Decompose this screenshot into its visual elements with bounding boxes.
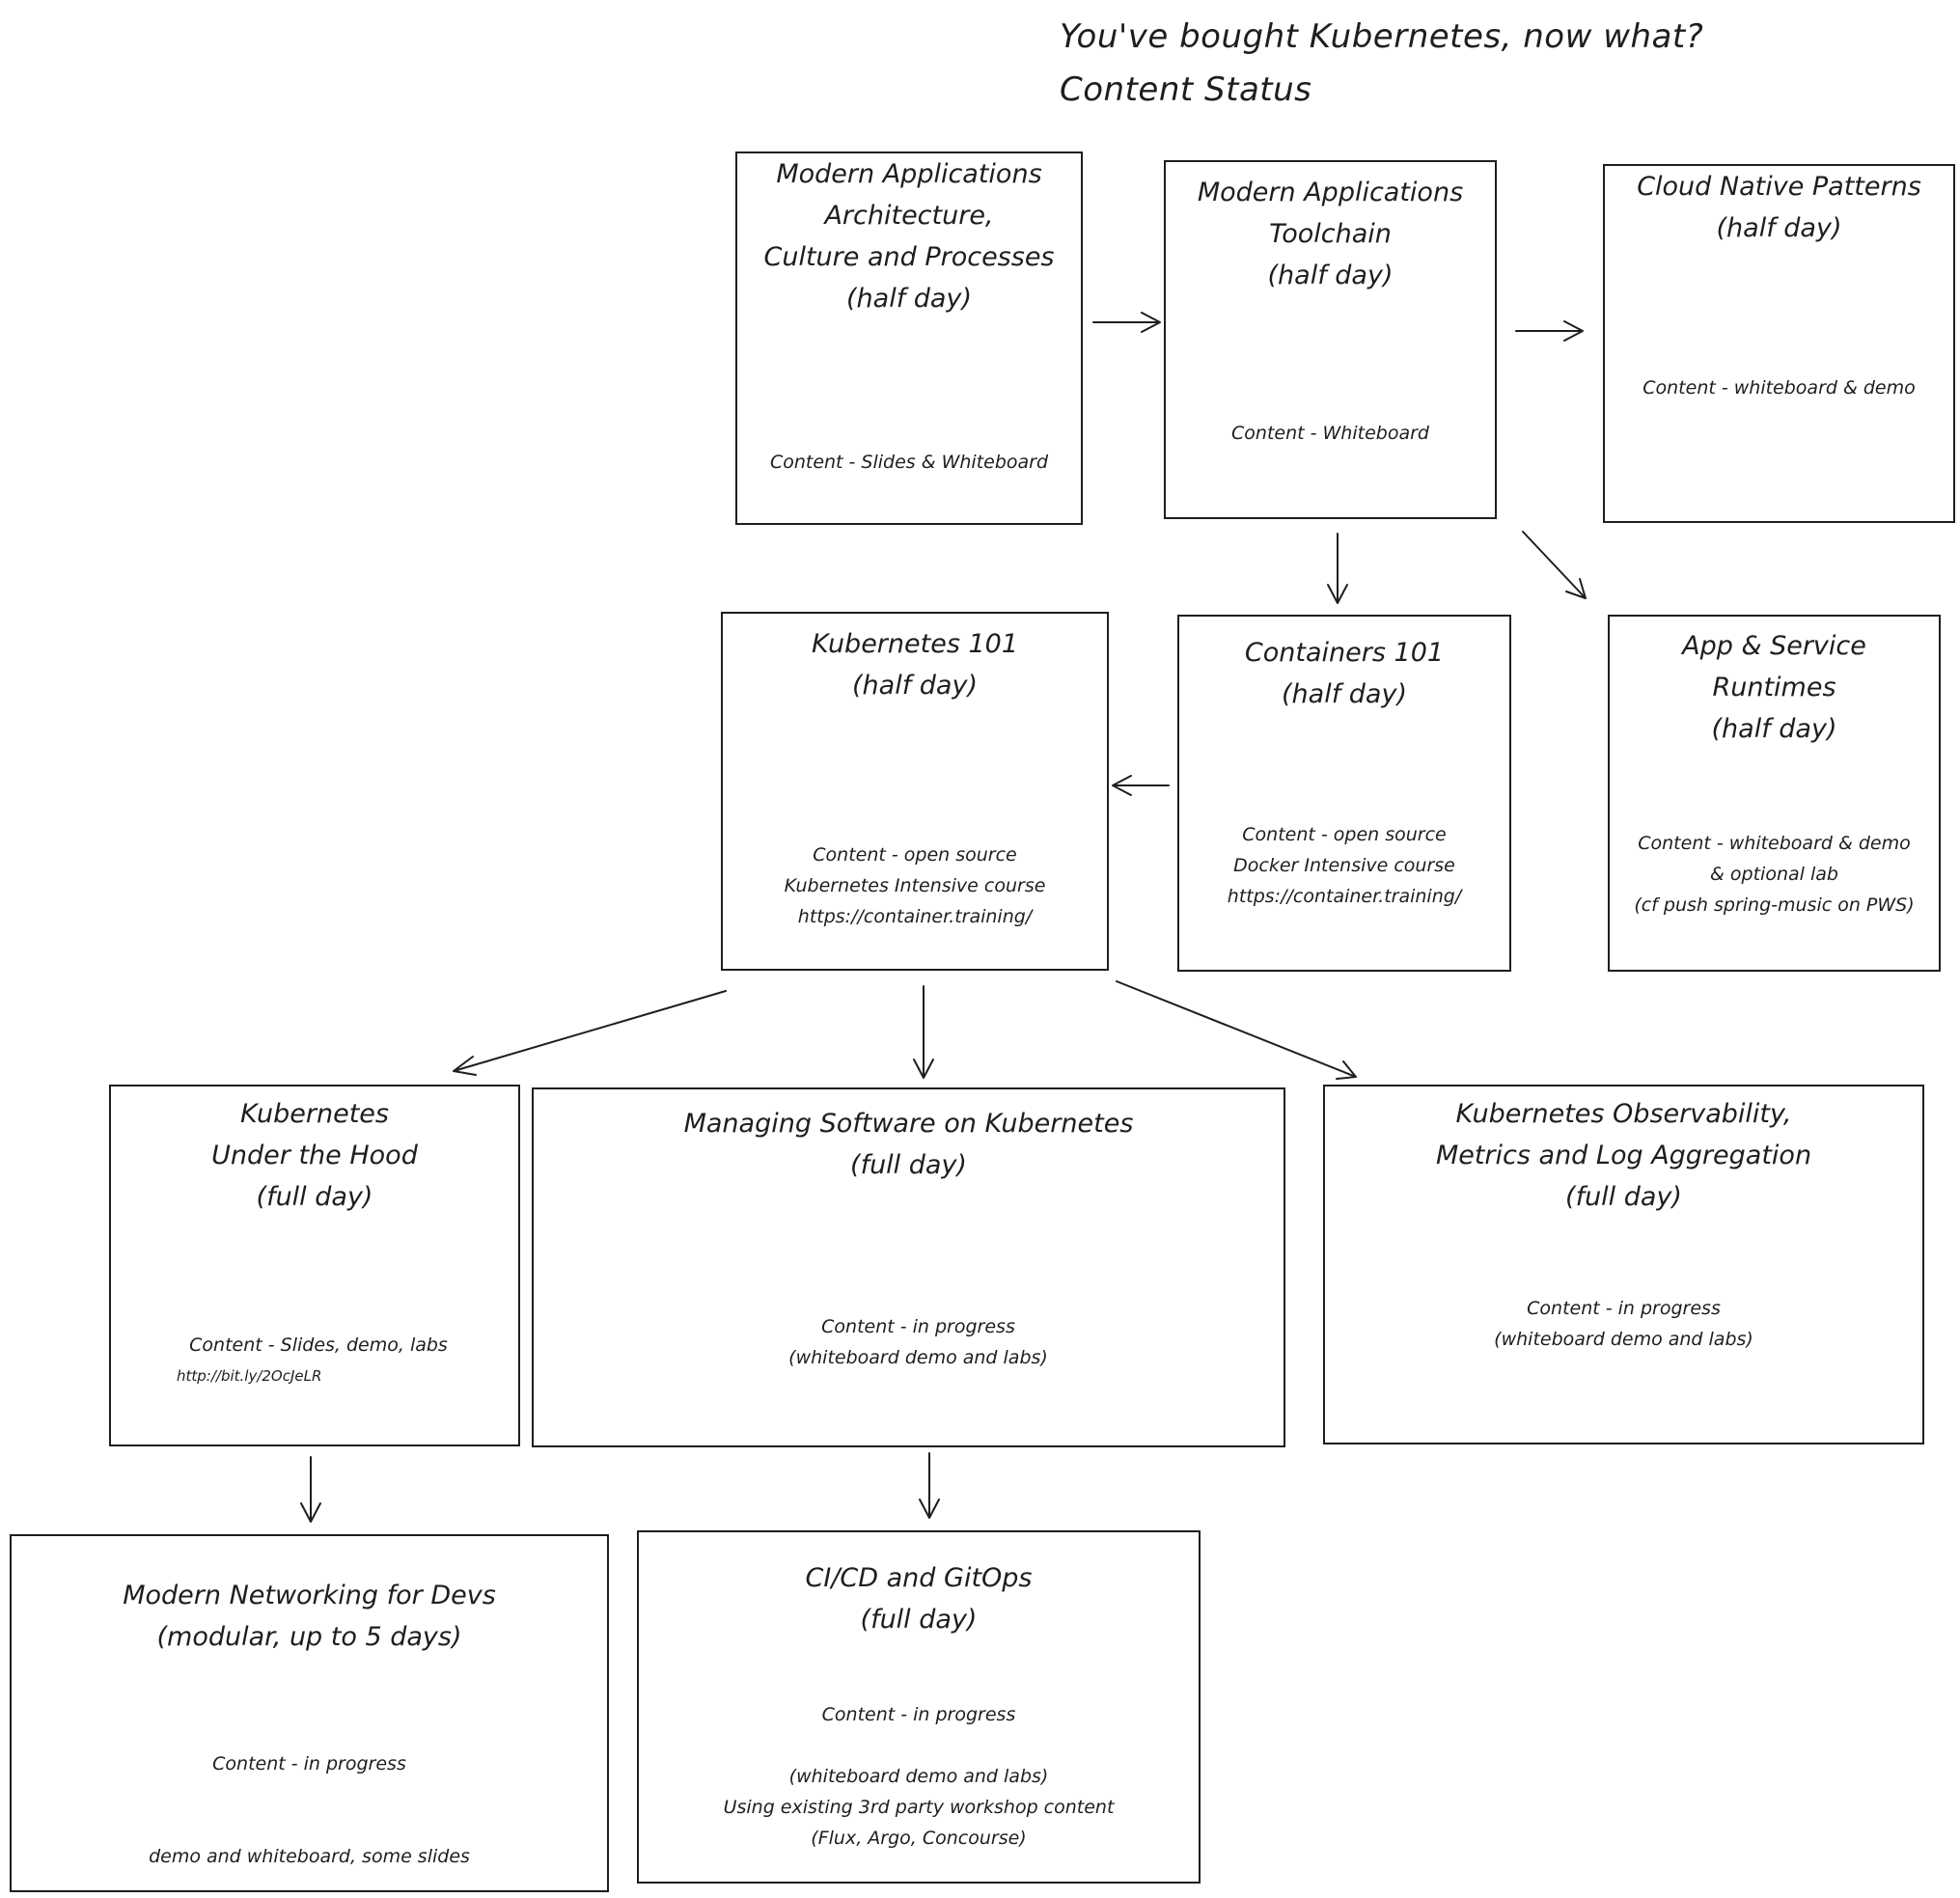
arrow-k8s101-to-managing [913, 985, 934, 1079]
heading-line: (half day) [852, 671, 978, 701]
heading-line: Kubernetes Observability, [1455, 1099, 1792, 1129]
heading-line: Under the Hood [211, 1141, 418, 1170]
arrow-toolchain-to-containers [1327, 533, 1348, 604]
heading-line: Metrics and Log Aggregation [1435, 1141, 1812, 1170]
content-line: Using existing 3rd party workshop conten… [723, 1797, 1115, 1818]
heading-line: (half day) [1282, 679, 1407, 709]
heading-line: App & Service [1682, 631, 1866, 661]
content-line: https://container.training/ [797, 906, 1033, 927]
content-line: Kubernetes Intensive course [784, 875, 1046, 896]
content-line: (cf push spring-music on PWS) [1634, 894, 1915, 916]
content-line: Content - Whiteboard [1231, 423, 1429, 444]
arrow-k8s101-to-underhood [453, 990, 727, 1076]
box-k8s-under-the-hood: Kubernetes Under the Hood (full day) Con… [109, 1085, 520, 1446]
content-line: Content - in progress [821, 1704, 1016, 1725]
box-containers-101: Containers 101 (half day) Content - open… [1177, 615, 1511, 972]
box-kubernetes-101: Kubernetes 101 (half day) Content - open… [721, 612, 1109, 971]
content-line: (whiteboard demo and labs) [1494, 1329, 1753, 1350]
content-line: Docker Intensive course [1233, 855, 1455, 876]
content-line: Content - in progress [1527, 1298, 1721, 1319]
arrow-managing-to-cicd [919, 1452, 940, 1519]
box-cicd-gitops: CI/CD and GitOps (full day) Content - in… [637, 1530, 1201, 1884]
content-line: (whiteboard demo and labs) [788, 1766, 1049, 1787]
arrow-containers-to-k8s101 [1112, 775, 1170, 796]
heading-line: Toolchain [1269, 219, 1392, 249]
heading-line: Runtimes [1712, 673, 1836, 702]
heading-line: Kubernetes 101 [811, 629, 1019, 659]
content-line: Content - open source [1242, 824, 1447, 845]
content-line: Content - Slides & Whiteboard [769, 452, 1049, 473]
content-line: demo and whiteboard, some slides [149, 1846, 470, 1867]
content-line: Content - in progress [821, 1316, 1015, 1337]
box-managing-software: Managing Software on Kubernetes (full da… [532, 1087, 1285, 1447]
page-subtitle: Content Status [1060, 70, 1312, 109]
heading-line: Cloud Native Patterns [1637, 172, 1921, 202]
content-line: (Flux, Argo, Concourse) [811, 1828, 1027, 1849]
heading-line: (full day) [860, 1605, 978, 1635]
box-k8s-observability: Kubernetes Observability, Metrics and Lo… [1323, 1085, 1924, 1444]
box-modern-networking: Modern Networking for Devs (modular, up … [10, 1534, 609, 1892]
heading-line: (full day) [256, 1182, 373, 1212]
heading-line: (half day) [1716, 213, 1842, 243]
arrow-underhood-to-networking [300, 1456, 321, 1523]
heading-line: Modern Applications [776, 159, 1042, 189]
box-modern-apps-toolchain: Modern Applications Toolchain (half day)… [1164, 160, 1497, 519]
content-line: https://container.training/ [1227, 886, 1462, 907]
heading-line: (half day) [1267, 261, 1394, 290]
box-app-service-runtimes: App & Service Runtimes (half day) Conten… [1608, 615, 1941, 972]
content-line: Content - whiteboard & demo [1638, 833, 1911, 854]
heading-line: (full day) [1565, 1182, 1682, 1212]
content-line: Content - Slides, demo, labs [189, 1334, 448, 1356]
heading-line: (modular, up to 5 days) [156, 1622, 462, 1652]
heading-line: Containers 101 [1244, 638, 1445, 668]
arrow-toolchain-to-patterns [1515, 320, 1584, 342]
content-line: Content - whiteboard & demo [1643, 377, 1916, 399]
heading-line: CI/CD and GitOps [805, 1563, 1033, 1593]
bitly-link[interactable]: http://bit.ly/2OcJeLR [177, 1367, 322, 1385]
box-modern-apps-architecture: Modern Applications Architecture, Cultur… [735, 151, 1083, 525]
heading-line: Managing Software on Kubernetes [683, 1109, 1134, 1139]
heading-line: Kubernetes [240, 1099, 389, 1129]
heading-line: (half day) [846, 284, 972, 314]
arrow-arch-to-toolchain [1092, 312, 1161, 333]
page-title: You've bought Kubernetes, now what? [1060, 17, 1704, 56]
content-line: Content - open source [813, 844, 1017, 866]
heading-line: Architecture, [824, 201, 994, 231]
arrow-k8s101-to-observability [1116, 980, 1357, 1080]
content-line: (whiteboard demo and labs) [788, 1347, 1048, 1368]
arrow-toolchain-to-runtimes [1522, 531, 1587, 599]
box-cloud-native-patterns: Cloud Native Patterns (half day) Content… [1603, 164, 1955, 523]
heading-line: (full day) [850, 1150, 967, 1180]
heading-line: Modern Networking for Devs [123, 1581, 496, 1610]
heading-line: Modern Applications [1197, 178, 1464, 207]
content-line: Content - in progress [212, 1753, 406, 1774]
content-line: & optional lab [1710, 864, 1838, 885]
heading-line: Culture and Processes [763, 242, 1055, 272]
heading-line: (half day) [1711, 714, 1837, 744]
